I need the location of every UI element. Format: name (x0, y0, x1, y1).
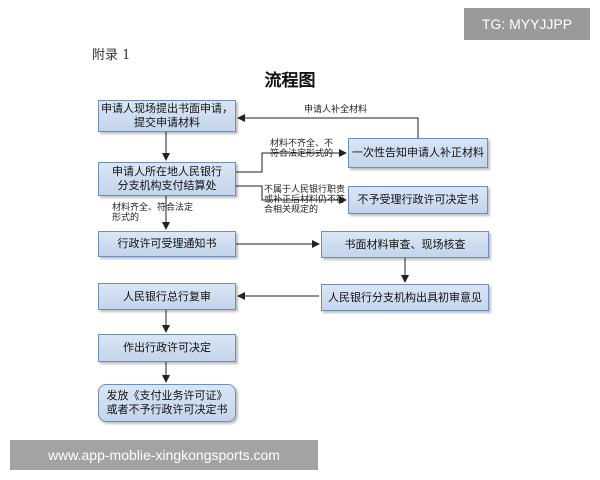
label-supplement: 申请人补全材料 (304, 105, 368, 115)
label-incomplete: 材料不齐全、不 符合法定形式的 (270, 139, 334, 159)
label-not-in-scope: 不属于人民银行职责 或补正后材料仍不符 合相关规定的 (264, 185, 346, 215)
edge-n2-n4 (236, 185, 347, 204)
node-review-inspection: 书面材料审查、现场核查 (321, 231, 489, 258)
node-preliminary-opinion: 人民银行分支机构出具初审意见 (321, 284, 489, 311)
node-text: 不予受理行政许可决定书 (357, 193, 479, 206)
node-text: 人民银行分支机构出具初审意见 (328, 290, 482, 304)
label-complete: 材料齐全、符合法定 形式的 (112, 203, 194, 223)
footer-watermark: www.app-moblie-xingkongsports.com (10, 440, 318, 470)
tg-badge: TG: MYYJJPP (464, 8, 590, 40)
node-text: 作出行政许可决定 (123, 341, 211, 354)
node-text: 发放《支付业务许可证》 或者不予行政许可决定书 (106, 389, 228, 416)
node-acceptance-notice: 行政许可受理通知书 (98, 231, 236, 257)
node-make-decision: 作出行政许可决定 (98, 334, 236, 362)
node-settlement-office: 申请人所在地人民银行 分支机构支付结算处 (98, 162, 236, 196)
node-text: 申请人现场提出书面申请， 提交申请材料 (101, 102, 233, 129)
diagram-title: 流程图 (264, 71, 316, 91)
node-text: 人民银行总行复审 (123, 289, 211, 303)
node-reject-decision: 不予受理行政许可决定书 (348, 186, 488, 214)
node-issue-license: 发放《支付业务许可证》 或者不予行政许可决定书 (98, 384, 236, 422)
node-hq-review: 人民银行总行复审 (98, 283, 236, 310)
node-text: 一次性告知申请人补正材料 (352, 146, 484, 159)
edge-n2-n3 (236, 149, 347, 173)
node-text: 行政许可受理通知书 (117, 237, 217, 250)
node-notify-supplement: 一次性告知申请人补正材料 (348, 138, 488, 168)
appendix-label: 附录 1 (92, 48, 131, 63)
edge-n3-n1 (237, 114, 419, 138)
node-text: 申请人所在地人民银行 分支机构支付结算处 (112, 165, 222, 192)
node-submit-application: 申请人现场提出书面申请， 提交申请材料 (98, 100, 236, 132)
node-text: 书面材料审查、现场核查 (344, 237, 466, 251)
